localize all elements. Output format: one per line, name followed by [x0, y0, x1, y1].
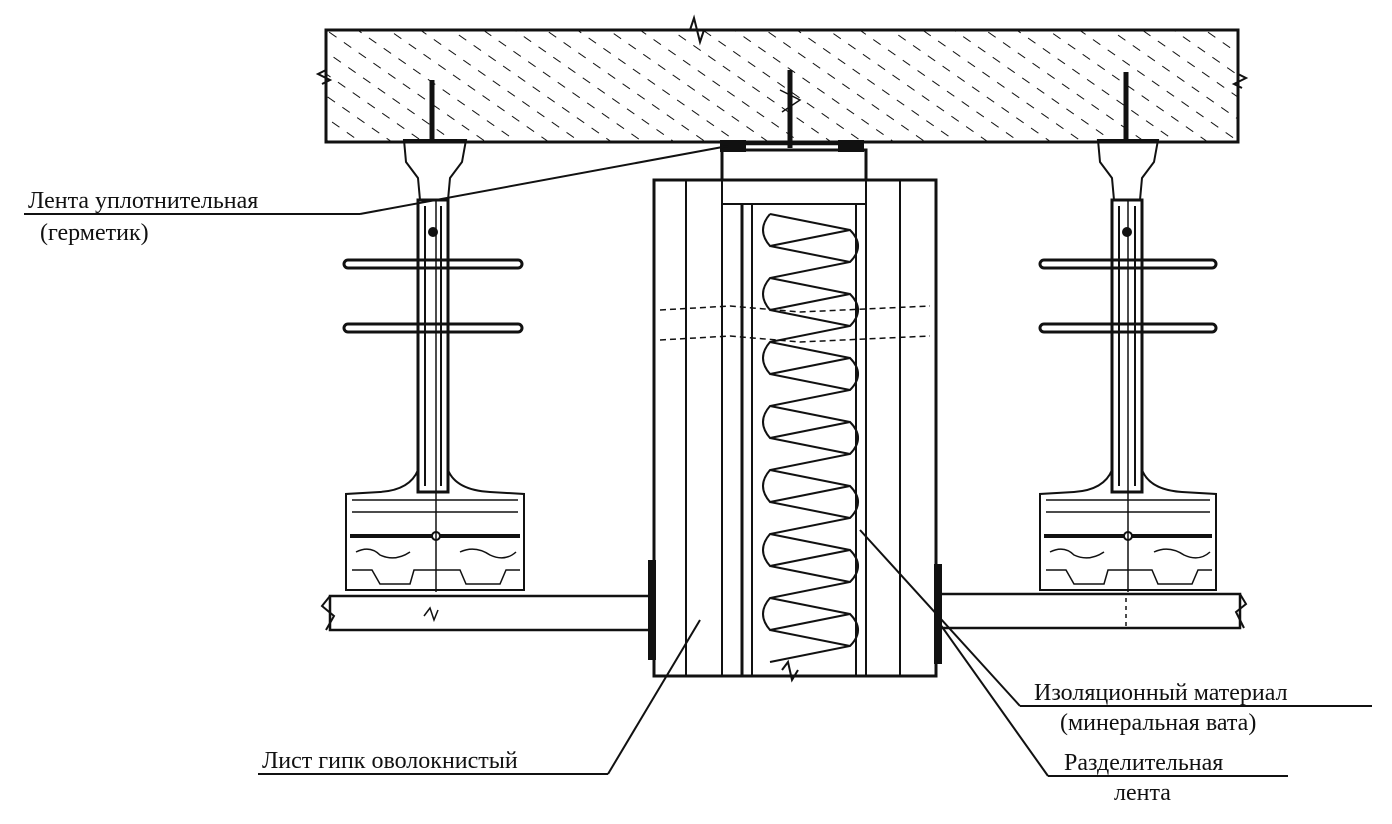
left-ceiling-hanger	[342, 139, 525, 592]
label-gypsum-sheet: Лист гипк оволокнистый	[262, 748, 518, 774]
ceiling-boards	[320, 592, 1248, 632]
mineral-wool-insulation	[762, 213, 859, 663]
label-separating-tape-sub: лента	[1114, 780, 1171, 806]
ceiling-anchors	[429, 70, 1129, 148]
partition-wall	[648, 140, 942, 683]
label-separating-tape: Разделительная	[1064, 750, 1223, 776]
label-sealing-tape: Лента уплотнительная	[28, 188, 258, 214]
right-ceiling-hanger	[1038, 139, 1218, 592]
ceiling-slab	[315, 14, 1249, 144]
leader-lines	[24, 145, 1372, 777]
label-insulation-sub: (минеральная вата)	[1060, 710, 1256, 736]
label-sealing-tape-sub: (герметик)	[40, 220, 149, 246]
label-insulation: Изоляционный материал	[1034, 680, 1288, 706]
